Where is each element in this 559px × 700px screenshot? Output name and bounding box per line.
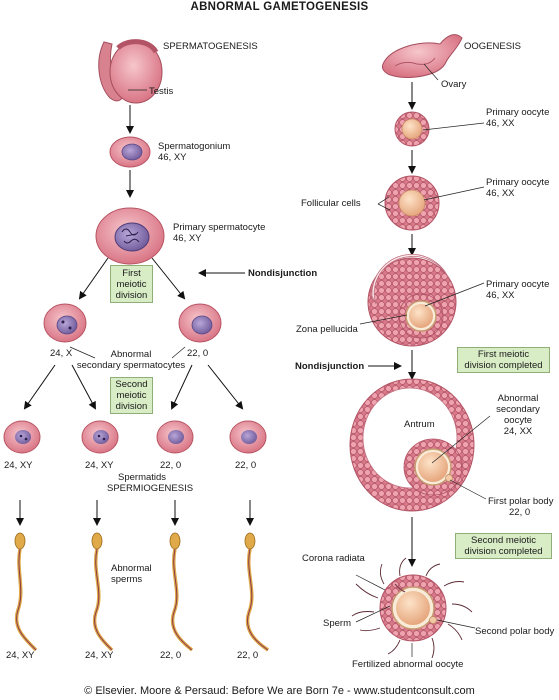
secondary-spermatocyte-right — [178, 303, 222, 343]
leader — [377, 196, 390, 205]
mature-follicle — [349, 378, 475, 512]
sperm-4-karyotype: 22, 0 — [237, 650, 259, 661]
leader — [69, 346, 96, 359]
leader — [449, 479, 487, 500]
leader — [436, 619, 476, 629]
sperm-4 — [244, 532, 269, 652]
nondisjunction-label-oocyte: Nondisjunction — [295, 361, 365, 372]
sperm-1-karyotype: 24, XY — [6, 650, 35, 661]
sperm-1 — [14, 532, 38, 652]
arrow — [78, 257, 109, 300]
fertilized-oocyte — [351, 557, 473, 659]
spermatogenesis-heading: SPERMATOGENESIS — [163, 41, 258, 52]
leader — [355, 605, 391, 623]
arrow — [23, 364, 56, 410]
sperm-2 — [91, 532, 114, 652]
leader — [422, 122, 485, 131]
arrow — [71, 364, 96, 410]
leader — [359, 314, 408, 325]
testis-illustration — [98, 39, 163, 104]
leader — [171, 346, 186, 359]
leader — [377, 203, 391, 211]
figure-title: ABNORMAL GAMETOGENESIS — [190, 1, 369, 13]
follicular-cells-label: Follicular cells — [301, 198, 361, 209]
corona-radiata-label: Corona radiata — [302, 553, 365, 564]
nondisjunction-label-sperm: Nondisjunction — [248, 268, 318, 279]
spermatid-2 — [81, 420, 119, 454]
testis-label: Testis — [149, 86, 174, 97]
secondary-right-karyotype: 22, 0 — [187, 348, 209, 359]
primary-spermatocyte-cell — [95, 207, 165, 265]
sperm-3-karyotype: 22, 0 — [160, 650, 182, 661]
secondary-spermatocyte-left — [43, 303, 87, 343]
spermatid-3 — [156, 420, 194, 454]
second-polar-body-label: Second polar body — [475, 626, 555, 637]
sperm-2-karyotype: 24, XY — [85, 650, 114, 661]
spermatid-4 — [229, 420, 267, 454]
fertilized-abnormal-oocyte-label: Fertilized abnormal oocyte — [352, 659, 464, 670]
secondary-left-karyotype: 24, X — [50, 348, 73, 359]
primary-oocyte-2 — [384, 175, 440, 231]
primary-oocyte-1 — [394, 111, 430, 147]
leader — [431, 415, 491, 464]
ovary-label: Ovary — [441, 79, 467, 90]
ovary-illustration — [381, 34, 463, 78]
leader — [355, 574, 386, 591]
spermatids-label: Spermatids — [118, 472, 167, 483]
spermatid-1 — [3, 420, 41, 454]
sperm-label: Sperm — [323, 618, 351, 629]
spermatid-3-karyotype: 22, 0 — [160, 460, 182, 471]
spermatid-1-karyotype: 24, XY — [4, 460, 33, 471]
arrow — [207, 364, 244, 410]
spermatogonium-cell — [109, 136, 151, 168]
zona-pellucida-label: Zona pellucida — [296, 324, 358, 335]
spermatid-2-karyotype: 24, XY — [85, 460, 114, 471]
spermiogenesis-label: SPERMIOGENESIS — [107, 483, 194, 494]
antrum-label: Antrum — [404, 419, 435, 430]
sperm-3 — [169, 532, 194, 652]
ovary-leader — [423, 63, 439, 81]
leader — [423, 186, 485, 201]
primary-oocyte-3 — [367, 254, 457, 347]
leader — [424, 282, 485, 307]
copyright-notice: © Elsevier. Moore & Persaud: Before We a… — [84, 685, 475, 697]
arrow — [170, 364, 193, 410]
oogenesis-heading: OOGENESIS — [464, 41, 522, 52]
spermatid-4-karyotype: 22, 0 — [235, 460, 257, 471]
arrow — [151, 257, 186, 300]
